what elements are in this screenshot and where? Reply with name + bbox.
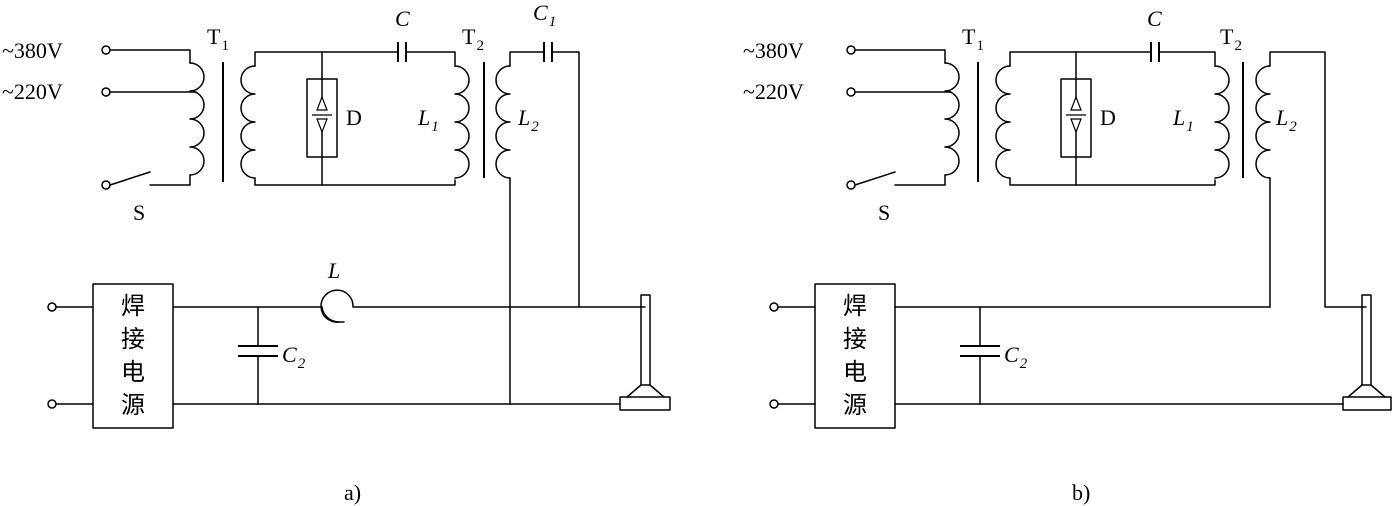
workpiece-b: [1342, 396, 1392, 411]
label-c-b: C: [1147, 6, 1162, 31]
power-source-char-2-b: 接: [843, 325, 867, 353]
wire-top-loop-b: [1009, 51, 1152, 67]
wire-l2-electrode-b: [1269, 51, 1367, 308]
terminal-220v-a: [101, 87, 111, 97]
discharger-gap-icon-b: [1070, 95, 1082, 134]
label-l2-a: L2: [517, 105, 539, 135]
t1-primary-coil-b: [944, 62, 960, 176]
t1-secondary-coil-a: [240, 65, 256, 179]
electrode-a: [640, 294, 651, 386]
label-l2-b: L2: [1275, 105, 1297, 135]
wire-l2-c1-a: [509, 51, 545, 67]
label-380v-a: ~380V: [2, 38, 63, 63]
wire-380v-a: [109, 49, 191, 64]
power-source-char-3-b: 电: [843, 358, 867, 386]
source-terminal-top-b: [769, 302, 779, 312]
l2-coil-b: [1255, 65, 1271, 179]
wire-switch-a: [149, 174, 191, 186]
l1-coil-b: [1214, 65, 1230, 179]
label-220v-b: ~220V: [743, 79, 804, 104]
wire-c1-output-a: [551, 51, 580, 308]
power-source-char-2-a: 接: [121, 325, 145, 353]
label-220v-a: ~220V: [2, 79, 63, 104]
label-t2-b: T2: [1220, 24, 1242, 54]
caption-b: b): [1072, 480, 1090, 505]
wire-c-l1-a: [405, 51, 456, 67]
caption-a: a): [344, 480, 361, 505]
label-l1-a: L1: [417, 105, 439, 135]
workpiece-a: [619, 396, 671, 411]
choke-l-a: [320, 289, 646, 323]
wire-c-l1-b: [1158, 51, 1216, 67]
label-c-a: C: [395, 6, 410, 31]
source-terminal-bottom-b: [769, 399, 779, 409]
l2-coil-a: [495, 65, 511, 179]
label-s-a: S: [133, 200, 145, 225]
discharger-d-a: [306, 78, 338, 158]
electrode-tip-b: [1347, 384, 1386, 398]
label-c2-a: C2: [282, 342, 306, 372]
terminal-220v-b: [846, 87, 856, 97]
power-source-char-1-a: 焊: [121, 292, 145, 320]
label-t1-b: T1: [962, 24, 984, 54]
power-source-char-3-a: 电: [121, 358, 145, 386]
power-source-char-4-a: 源: [121, 391, 145, 419]
discharger-gap-icon-a: [316, 95, 328, 134]
terminal-switch-a: [101, 180, 111, 190]
label-380v-b: ~380V: [743, 38, 804, 63]
switch-s-b[interactable]: [854, 171, 896, 186]
welding-power-source-box-a: [92, 283, 174, 429]
label-s-b: S: [878, 200, 890, 225]
terminal-380v-b: [846, 45, 856, 55]
wire-switch-b: [894, 174, 946, 186]
power-source-char-4-b: 源: [843, 391, 867, 419]
label-d-b: D: [1100, 105, 1116, 130]
label-d-a: D: [346, 105, 362, 130]
panel-a: ~380V ~220V S T1 D C L1: [2, 0, 671, 505]
wire-top-loop-a: [254, 51, 399, 67]
panel-b: ~380V ~220V S T1 D C L1 T2 L2: [743, 6, 1392, 505]
label-t2-a: T2: [462, 24, 484, 54]
t1-secondary-coil-b: [995, 65, 1011, 179]
choke-l-lead-a: [321, 306, 340, 323]
l1-coil-a: [454, 65, 470, 179]
wire-bottom-loop-b: [1009, 177, 1216, 186]
switch-s-a[interactable]: [109, 171, 151, 186]
electrode-tip-a: [626, 384, 665, 398]
power-source-char-1-b: 焊: [843, 292, 867, 320]
discharger-d-b: [1060, 78, 1092, 158]
welding-power-source-box-b: [814, 283, 896, 429]
terminal-switch-b: [846, 180, 856, 190]
label-c1-a: C1: [533, 0, 556, 30]
source-terminal-top-a: [47, 302, 57, 312]
label-t1-a: T1: [207, 24, 229, 54]
wire-380v-b: [854, 49, 946, 64]
wire-bottom-loop-a: [254, 177, 456, 186]
label-l1-b: L1: [1172, 105, 1194, 135]
terminal-380v-a: [101, 45, 111, 55]
electrode-b: [1361, 294, 1372, 386]
label-l-a: L: [327, 258, 340, 283]
t1-primary-coil-a: [189, 62, 205, 176]
source-terminal-bottom-a: [47, 399, 57, 409]
label-c2-b: C2: [1004, 342, 1028, 372]
